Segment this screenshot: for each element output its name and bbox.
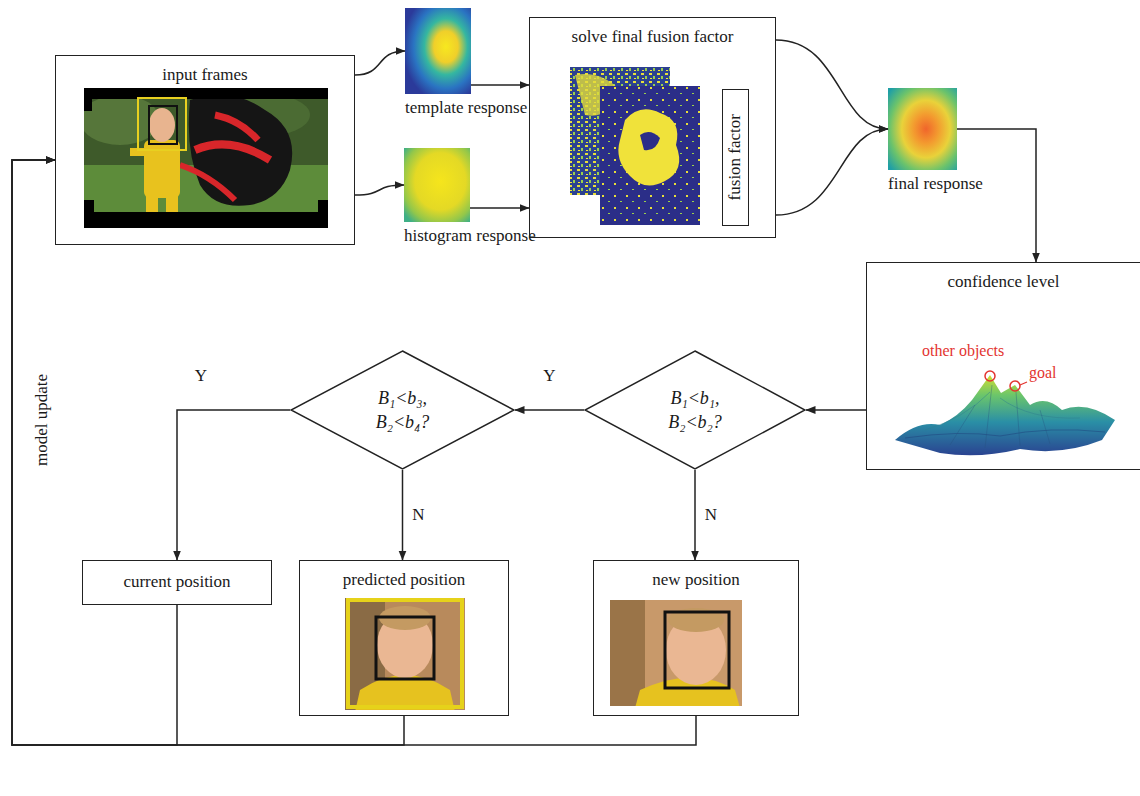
diamond-outline <box>584 350 806 470</box>
diamond-outline <box>585 351 805 469</box>
fusion-maps-part <box>600 86 700 225</box>
new-crop-part <box>610 600 645 706</box>
node-label: solve final fusion factor <box>530 27 775 47</box>
peak-label: goal <box>1029 364 1057 382</box>
video-frame-part <box>84 200 94 212</box>
branch-label: Y <box>193 367 209 386</box>
fusion-solver-box: solve final fusion factor fusion factor <box>529 17 776 238</box>
node-label: current position <box>123 572 230 592</box>
confidence-surface <box>895 371 1115 455</box>
confidence-box: confidence level <box>866 262 1140 470</box>
branch-label: N <box>703 506 719 525</box>
fusion-maps-part <box>600 86 700 225</box>
fusion-factor-box: fusion factor <box>722 89 749 226</box>
video-frame-part <box>84 99 92 111</box>
flow-arrow <box>177 410 290 560</box>
predicted-crop-part <box>348 600 462 707</box>
flow-arrow <box>776 129 888 215</box>
flow-arrow <box>776 40 888 129</box>
new-crop-part <box>665 612 729 688</box>
node-label: input frames <box>56 65 354 85</box>
flow-arrow <box>471 84 529 86</box>
process-box: new position <box>593 560 799 716</box>
confidence-surface-part <box>1010 381 1020 391</box>
video-frame <box>84 88 328 228</box>
flow-arrow <box>355 185 404 195</box>
video-frame-part <box>146 195 158 213</box>
confidence-surface-part <box>985 371 995 381</box>
diamond-outline <box>291 351 514 469</box>
branch-label: Y <box>541 367 557 386</box>
process-box: current position <box>82 560 272 605</box>
process-box: predicted position <box>299 560 509 716</box>
flow-arrow <box>694 470 696 560</box>
video-frame-part <box>180 165 235 200</box>
fusion-maps <box>570 67 700 225</box>
final-heatmap <box>888 88 957 170</box>
peak-label: other objects <box>922 342 1004 360</box>
flow-arrow <box>806 409 866 411</box>
node-label: new position <box>594 570 798 590</box>
template-response-map: template response <box>405 8 471 94</box>
predicted-crop <box>345 598 465 710</box>
fusion-maps-part <box>640 132 660 150</box>
video-frame-part <box>166 195 178 213</box>
video-frame-part <box>195 144 270 160</box>
video-frame-part <box>84 88 328 99</box>
loop-label: model update <box>33 374 52 466</box>
node-label: predicted position <box>300 570 508 590</box>
new-crop <box>610 600 742 706</box>
video-frame-part <box>189 94 292 205</box>
confidence-surface-part <box>950 385 1050 448</box>
video-frame-part <box>149 108 175 142</box>
input-frames-box: input frames <box>55 55 355 245</box>
condition-text: B₁<b₃, B₂<b₄? <box>351 386 455 435</box>
histogram-heatmap-part <box>404 148 470 222</box>
video-frame-part <box>84 212 328 228</box>
video-frame-part <box>215 115 258 140</box>
predicted-crop-part <box>376 617 434 679</box>
flow-arrow <box>402 470 404 560</box>
flow-arrow <box>355 51 405 75</box>
decision-diamond: B₁<b₁, B₂<b₂? <box>584 350 806 470</box>
fusion-maps-part <box>618 109 679 185</box>
video-frame-part <box>318 200 328 212</box>
condition-text: B₁<b₁, B₂<b₂? <box>643 386 747 435</box>
flow-arrow <box>12 160 177 745</box>
branch-label: N <box>410 506 426 525</box>
video-frame-part <box>144 140 180 198</box>
flow-arrow <box>515 409 584 411</box>
confidence-surface-part <box>905 430 1105 438</box>
histogram-response-map: histogram response <box>404 148 470 222</box>
flow-arrow <box>957 129 1036 262</box>
final-response-map: final response <box>888 88 957 170</box>
confidence-surface-part <box>925 392 1080 430</box>
node-label: fusion factor <box>725 114 745 200</box>
node-label: template response <box>405 98 471 118</box>
video-frame-part <box>149 106 177 144</box>
flow-arrow <box>470 207 529 209</box>
confidence-surface-part <box>895 375 1115 455</box>
node-label: confidence level <box>867 272 1140 292</box>
template-heatmap <box>405 8 471 94</box>
decision-diamond: B₁<b₃, B₂<b₄? <box>290 350 515 470</box>
template-heatmap-part <box>405 8 471 94</box>
confidence-surface-part <box>1020 382 1027 385</box>
flow-arrow <box>12 160 404 745</box>
histogram-heatmap <box>404 148 470 222</box>
diamond-outline <box>290 350 515 470</box>
final-heatmap-part <box>888 88 957 170</box>
video-frame-part <box>138 98 186 150</box>
node-label: histogram response <box>404 226 470 246</box>
node-label: final response <box>888 174 957 194</box>
